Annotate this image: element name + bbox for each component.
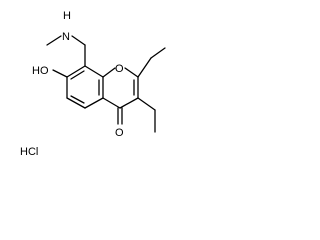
hydroxyl-label: HO: [32, 65, 49, 77]
bond-c8-c7: [66, 65, 86, 78]
bond-c8-c7-double: [70, 70, 85, 80]
bond-c8a-c8: [84, 65, 104, 78]
bond-ethyl-ch3: [150, 47, 166, 59]
bond-c2-ethyl: [137, 57, 152, 78]
bond-c6-c5-double: [70, 95, 85, 104]
bond-c5-c4a: [84, 97, 104, 109]
bond-ch2-n: [71, 35, 86, 46]
nitrogen-label: N: [62, 31, 70, 43]
bond-c7-oh: [52, 69, 68, 78]
carbonyl-oxygen-label: O: [115, 127, 124, 139]
bond-c3-ethyl: [137, 97, 156, 111]
bond-c4-c4a: [102, 97, 121, 109]
bond-n-ch3: [46, 35, 62, 46]
chemical-structure: H N HO O O HCl: [20, 10, 166, 158]
ring-oxygen-label: O: [115, 63, 124, 75]
bond-c6-c5: [66, 97, 86, 109]
bond-c8a-o1: [102, 67, 116, 78]
bond-o1-c2: [124, 67, 139, 78]
hydrochloride-label: HCl: [20, 146, 38, 158]
bond-c3-c4: [119, 97, 139, 109]
nh-hydrogen-label: H: [63, 10, 71, 22]
